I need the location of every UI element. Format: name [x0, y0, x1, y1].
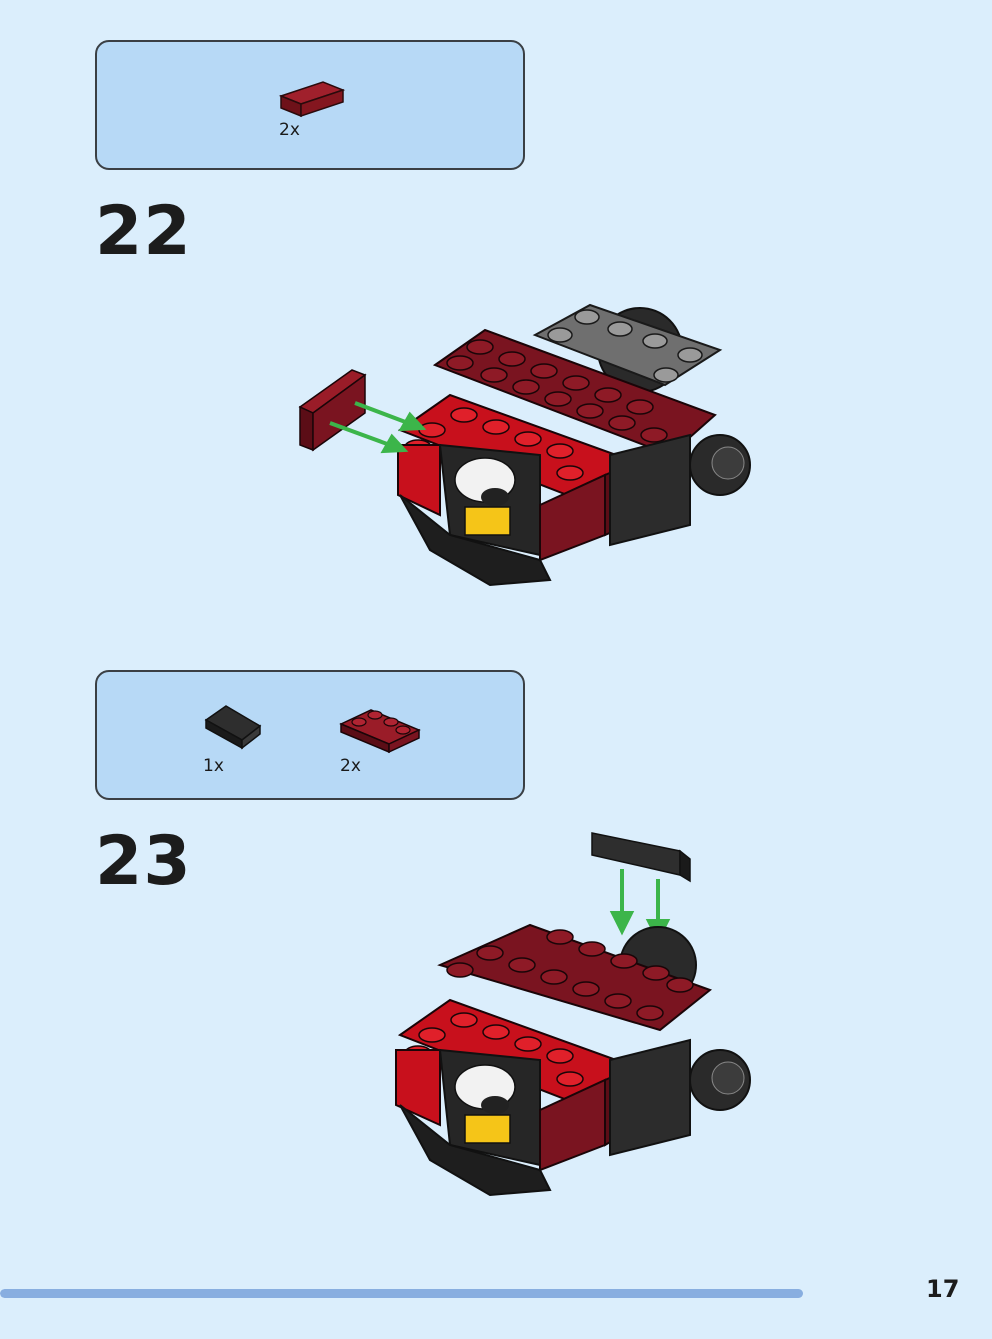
parts-callout-step-23: 1x 2x — [95, 670, 525, 800]
progress-fill — [0, 1289, 803, 1298]
page-progress-bar — [0, 1289, 892, 1298]
step-number: 22 — [95, 192, 192, 271]
assembly-illustration-step-22 — [298, 303, 751, 587]
dark-red-tile-icon — [278, 81, 346, 118]
part-quantity: 2x — [340, 756, 361, 776]
dark-red-corner-plate-icon — [339, 709, 421, 754]
step-number: 23 — [95, 822, 192, 901]
parts-callout-step-22: 2x — [95, 40, 525, 170]
part-quantity: 1x — [203, 756, 224, 776]
black-slope-icon — [204, 705, 262, 750]
part-quantity: 2x — [279, 120, 300, 140]
page-number: 17 — [926, 1275, 960, 1303]
assembly-illustration-step-23 — [395, 832, 751, 1197]
